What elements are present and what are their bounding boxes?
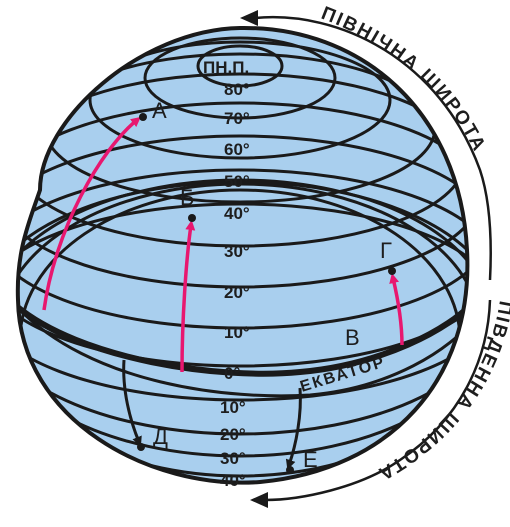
arrow-to-b bbox=[180, 220, 196, 373]
label-v: В bbox=[345, 325, 360, 350]
label-e: Е bbox=[303, 447, 318, 472]
arrow-to-e bbox=[285, 387, 302, 470]
lat-label-50: 50° bbox=[224, 172, 250, 191]
lat-line-10 bbox=[17, 202, 468, 402]
equator-line bbox=[17, 298, 468, 377]
lat-label-60: 60° bbox=[224, 140, 250, 159]
arrow-to-g bbox=[389, 273, 404, 346]
south-arc-arrowhead bbox=[250, 492, 268, 508]
label-d: Д bbox=[153, 424, 168, 449]
label-a: А bbox=[152, 98, 167, 123]
latitude-labels: ПН.П. 80° 70° 60° 50° 40° 30° 20° 10° 0°… bbox=[203, 58, 250, 490]
lat-label-south-30: 30° bbox=[220, 449, 246, 468]
point-b bbox=[188, 214, 196, 222]
lat-label-south-20: 20° bbox=[220, 425, 246, 444]
lat-label-40: 40° bbox=[224, 204, 250, 223]
arrow-to-d bbox=[122, 359, 142, 447]
lat-line-south-10 bbox=[17, 180, 468, 436]
label-b: Б bbox=[180, 185, 194, 210]
pole-label: ПН.П. bbox=[203, 58, 249, 77]
south-direction-arc bbox=[264, 299, 492, 502]
point-labels: А Б В Г Д Е bbox=[152, 98, 392, 472]
lat-label-30: 30° bbox=[224, 242, 250, 261]
south-arrows bbox=[122, 359, 302, 470]
north-arc-arrowhead bbox=[240, 10, 258, 26]
point-e bbox=[286, 466, 294, 474]
lat-line-south-20 bbox=[17, 178, 468, 458]
equator-band bbox=[17, 298, 468, 398]
arrow-to-a bbox=[42, 116, 141, 311]
point-d bbox=[137, 443, 145, 451]
lat-label-20: 20° bbox=[224, 283, 250, 302]
lat-label-south-40: 40° bbox=[220, 471, 246, 490]
lat-line-30 bbox=[17, 134, 468, 330]
lat-line-south-30 bbox=[17, 182, 468, 478]
lat-line-pole bbox=[196, 44, 284, 88]
lat-line-40 bbox=[17, 101, 468, 289]
north-arrows bbox=[42, 116, 404, 373]
lat-label-70: 70° bbox=[224, 109, 250, 128]
equator-lower-edge bbox=[17, 303, 468, 398]
lat-line-20 bbox=[17, 168, 468, 368]
point-a bbox=[139, 113, 147, 121]
north-direction-arc bbox=[254, 15, 492, 281]
points bbox=[137, 113, 396, 474]
lat-label-south-10: 10° bbox=[220, 398, 246, 417]
label-g: Г bbox=[380, 238, 392, 263]
lat-line-80 bbox=[143, 36, 337, 120]
lat-label-0: 0° bbox=[224, 364, 240, 383]
lat-label-10: 10° bbox=[224, 323, 250, 342]
lat-line-70 bbox=[88, 40, 392, 160]
globe-sphere bbox=[15, 25, 470, 485]
point-g bbox=[388, 267, 396, 275]
lat-label-80: 80° bbox=[224, 80, 250, 99]
